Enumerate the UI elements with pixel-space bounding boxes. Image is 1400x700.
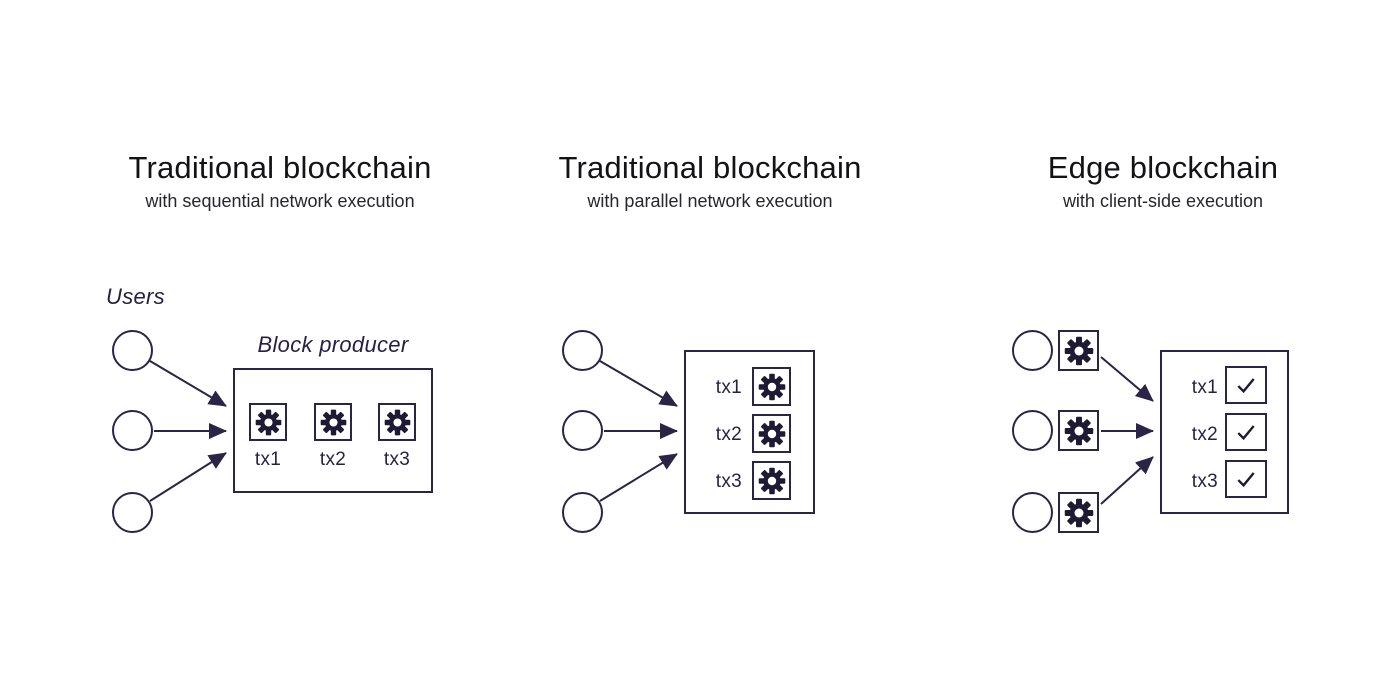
arrow-line	[149, 360, 227, 407]
tx-gearbox	[752, 367, 791, 406]
gear-icon	[320, 409, 347, 436]
block-producer-label: Block producer	[257, 332, 409, 357]
tx-label: tx2	[715, 424, 742, 445]
column-title: Traditional blockchain	[558, 150, 862, 185]
client-gearbox	[1058, 492, 1099, 533]
check-icon	[1232, 418, 1260, 446]
user-circle	[1012, 330, 1053, 371]
check-icon	[1232, 465, 1260, 493]
parallel-block-box	[684, 350, 815, 514]
tx-label: tx2	[1191, 424, 1218, 445]
tx-checkbox	[1225, 460, 1267, 498]
tx-checkbox	[1225, 413, 1267, 451]
tx-gearbox	[752, 461, 791, 500]
column-subtitle: with client-side execution	[1062, 191, 1264, 211]
gear-icon	[758, 420, 786, 448]
column-title: Traditional blockchain	[128, 150, 432, 185]
user-circle	[112, 492, 153, 533]
tx-gearbox	[378, 403, 416, 441]
user-circle	[562, 330, 603, 371]
tx-gearbox	[249, 403, 287, 441]
gear-icon	[1064, 336, 1094, 366]
user-circle	[562, 492, 603, 533]
arrow-line	[1100, 456, 1154, 505]
client-gearbox	[1058, 410, 1099, 451]
column-header-parallel: Traditional blockchain with parallel net…	[510, 150, 910, 212]
tx-gearbox	[752, 414, 791, 453]
client-gearbox	[1058, 330, 1099, 371]
check-icon	[1232, 371, 1260, 399]
tx-gearbox	[314, 403, 352, 441]
tx-checkbox	[1225, 366, 1267, 404]
tx-label: tx2	[319, 449, 347, 470]
gear-icon	[758, 373, 786, 401]
tx-label: tx3	[383, 449, 411, 470]
tx-label: tx1	[254, 449, 282, 470]
column-header-sequential: Traditional blockchain with sequential n…	[80, 150, 480, 212]
users-label: Users	[106, 284, 165, 309]
arrow-line	[1100, 356, 1154, 402]
user-circle	[1012, 410, 1053, 451]
user-circle	[112, 330, 153, 371]
user-circle	[562, 410, 603, 451]
gear-icon	[255, 409, 282, 436]
user-circle	[1012, 492, 1053, 533]
gear-icon	[758, 467, 786, 495]
column-title: Edge blockchain	[1047, 150, 1279, 185]
tx-label: tx3	[715, 471, 742, 492]
gear-icon	[1064, 416, 1094, 446]
gear-icon	[384, 409, 411, 436]
column-header-edge: Edge blockchain with client-side executi…	[963, 150, 1363, 212]
tx-label: tx1	[1191, 377, 1218, 398]
gear-icon	[1064, 498, 1094, 528]
arrow-line	[599, 453, 678, 502]
arrow-line	[599, 360, 678, 407]
edge-block-box	[1160, 350, 1289, 514]
column-subtitle: with sequential network execution	[145, 191, 415, 211]
arrow-line	[149, 452, 227, 502]
tx-label: tx3	[1191, 471, 1218, 492]
user-circle	[112, 410, 153, 451]
tx-label: tx1	[715, 377, 742, 398]
column-subtitle: with parallel network execution	[587, 191, 833, 211]
